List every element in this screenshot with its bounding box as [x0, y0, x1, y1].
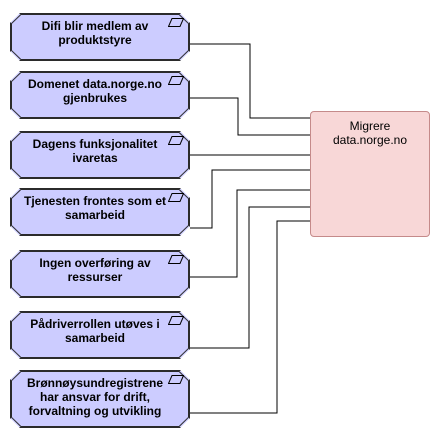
requirement-label: Domenet data.norge.no gjenbrukes	[27, 77, 162, 105]
requirement-box-4[interactable]: Tjenesten frontes som et samarbeid	[10, 188, 190, 236]
connector-1	[190, 43, 310, 119]
connector-6	[190, 206, 310, 349]
parallelogram-icon	[168, 316, 184, 325]
parallelogram-icon	[168, 136, 184, 145]
requirement-label: Brønnøysundregistrene har ansvar for dri…	[26, 376, 164, 418]
requirement-label: Ingen overføring av ressurser	[39, 256, 151, 284]
requirement-box-5[interactable]: Ingen overføring av ressurser	[10, 250, 190, 298]
parallelogram-icon	[168, 255, 184, 264]
requirement-label: Difi blir medlem av produktstyre	[41, 19, 149, 47]
parallelogram-icon	[168, 193, 184, 202]
goal-label: Migrere data.norge.no	[332, 119, 408, 147]
goal-box[interactable]: Migrere data.norge.no	[310, 111, 430, 237]
requirement-label: Dagens funksjonalitet ivaretas	[32, 137, 158, 165]
requirement-box-2[interactable]: Domenet data.norge.no gjenbrukes	[10, 71, 190, 119]
requirement-label: Pådriverrollen utøves i samarbeid	[30, 317, 160, 345]
connector-5	[190, 189, 310, 278]
requirement-label: Tjenesten frontes som et samarbeid	[23, 194, 167, 222]
requirement-box-1[interactable]: Difi blir medlem av produktstyre	[10, 13, 190, 61]
requirement-box-6[interactable]: Pådriverrollen utøves i samarbeid	[10, 311, 190, 359]
requirement-box-7[interactable]: Brønnøysundregistrene har ansvar for dri…	[10, 370, 190, 428]
parallelogram-icon	[168, 76, 184, 85]
connector-2	[190, 97, 310, 136]
parallelogram-icon	[168, 375, 184, 384]
parallelogram-icon	[168, 18, 184, 27]
requirement-box-3[interactable]: Dagens funksjonalitet ivaretas	[10, 131, 190, 179]
connector-4	[190, 169, 310, 229]
connector-7	[190, 220, 310, 414]
